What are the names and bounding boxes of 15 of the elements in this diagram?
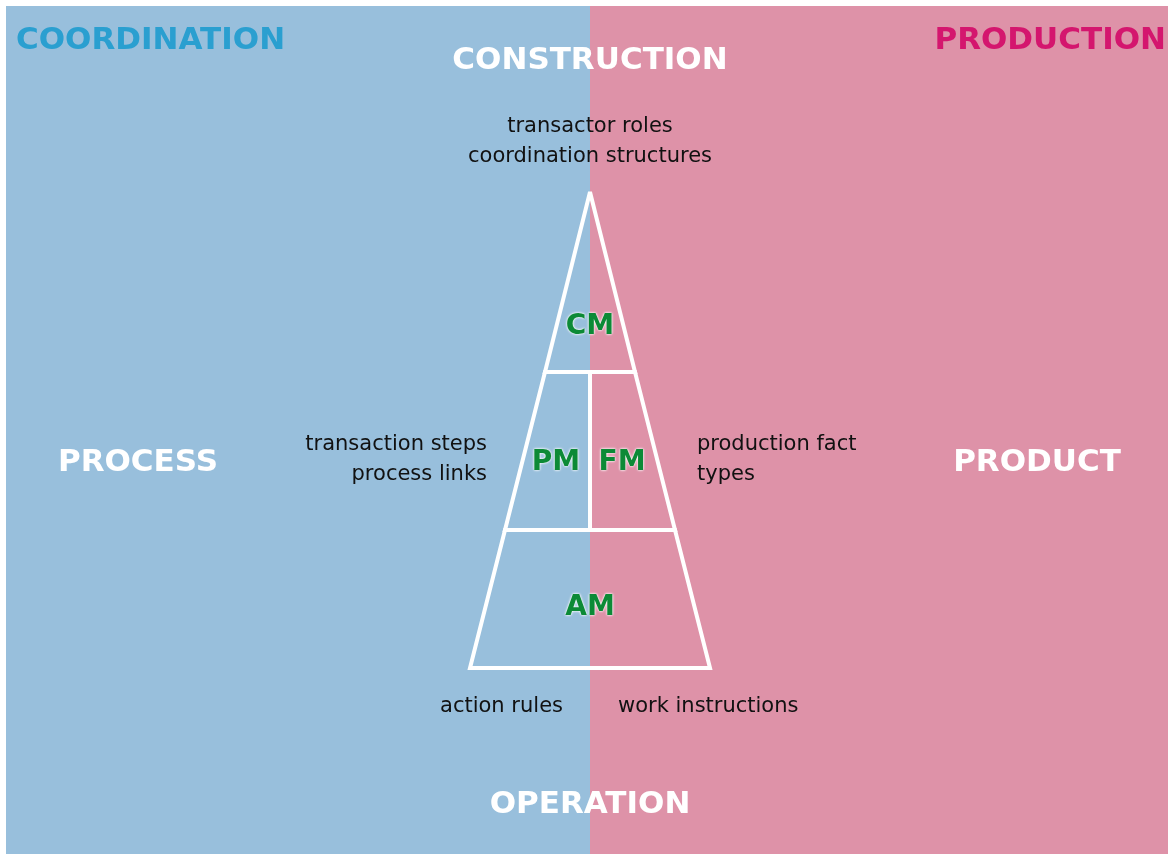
axis-label: PRODUCT	[953, 442, 1121, 478]
section-label: PM	[531, 443, 581, 477]
pyramid-section	[470, 530, 710, 668]
axis-label: PROCESS	[57, 442, 219, 478]
section-label: CM	[565, 307, 615, 341]
annotation-text: transaction steps process links	[304, 430, 487, 487]
annotation-text: work instructions	[618, 692, 799, 719]
annotation-text: production fact types	[697, 430, 857, 487]
pyramid-section	[545, 192, 635, 372]
panel-title: COORDINATION	[16, 20, 286, 56]
annotation-text: action rules	[439, 692, 563, 719]
annotation-text: transactor roles coordination structures	[467, 112, 713, 169]
section-label: FM	[598, 443, 646, 477]
section-label: AM	[565, 588, 615, 622]
panel-title: PRODUCTION	[934, 20, 1166, 56]
